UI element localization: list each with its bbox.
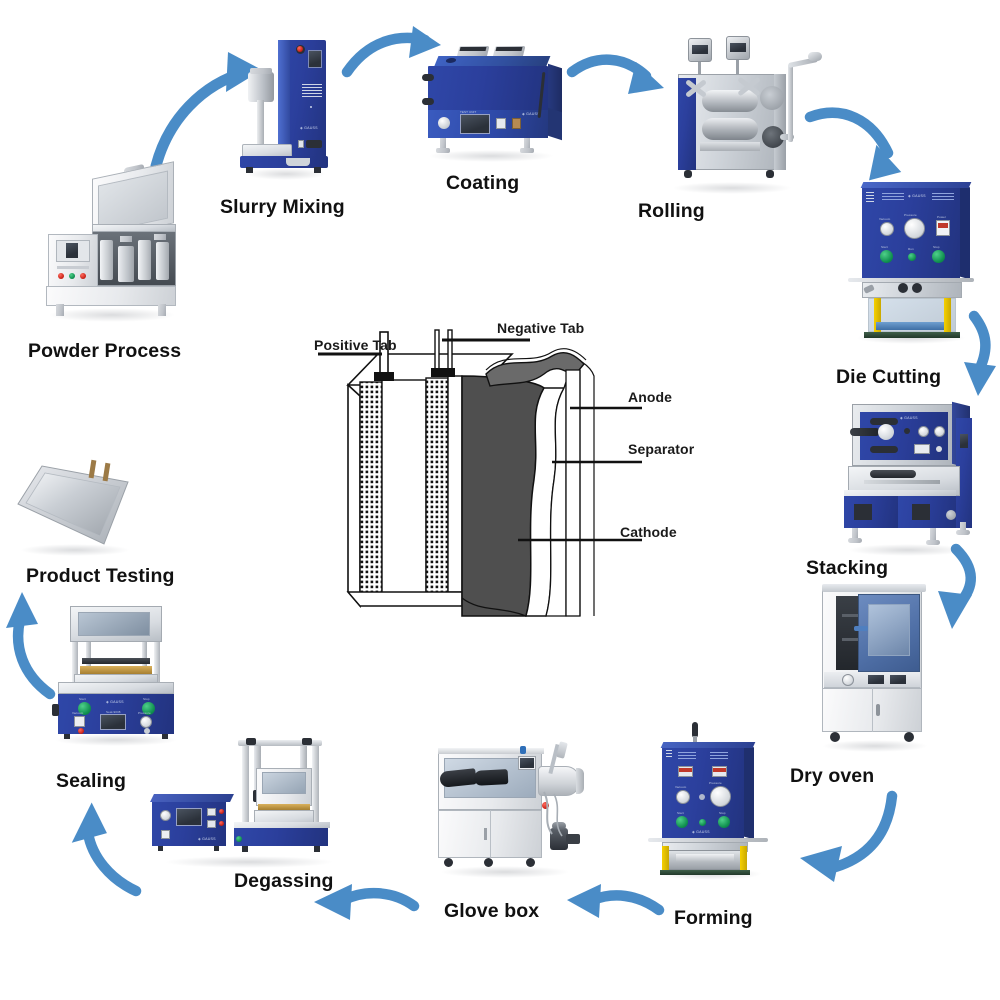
step-label-die-cutting: Die Cutting [836, 366, 942, 388]
callout-label-separator: Separator [628, 441, 695, 457]
step-label-coating: Coating [446, 172, 520, 194]
arrow-die-to-stacking [964, 310, 996, 396]
machine-ball-mill-cabinet [40, 161, 185, 322]
arrow-stacking-to-oven [938, 543, 976, 629]
step-label-sealing: Sealing [56, 770, 127, 792]
arrow-coating-to-rolling [566, 54, 664, 94]
machine-glove-box [430, 730, 596, 880]
step-label-forming: Forming [674, 907, 753, 929]
machine-coater-oven: ◈ GAUSS TEST UNIT [420, 46, 562, 162]
arrow-slurry-to-coating [341, 26, 441, 78]
cell-cross-section-illustration [318, 329, 642, 617]
callout-label-anode: Anode [628, 389, 673, 405]
machine-roll-press [662, 36, 822, 194]
machine-vacuum-oven [812, 580, 938, 752]
step-label-stacking: Stacking [806, 557, 889, 579]
step-label-product-testing: Product Testing [26, 565, 175, 587]
step-label-degassing: Degassing [234, 870, 334, 892]
callout-label-cathode: Cathode [620, 524, 677, 540]
arrow-oven-to-forming [800, 790, 898, 882]
callout-label-negative-tab: Negative Tab [497, 320, 585, 336]
product-pouch-cell [12, 452, 142, 557]
step-label-slurry-mixing: Slurry Mixing [220, 196, 345, 218]
arrow-powder-to-slurry [150, 52, 262, 172]
arrow-degas-to-sealing [71, 802, 142, 897]
arrow-forming-to-glove [567, 884, 665, 918]
machine-top-sealing-machine: Start Stop ◈ GAUSS Seal-9038 Vacuum Pres… [44, 606, 189, 746]
step-label-powder-process: Powder Process [28, 340, 182, 362]
arrow-glove-to-degas [314, 884, 420, 920]
step-label-rolling: Rolling [638, 200, 705, 222]
callout-label-positive-tab: Positive Tab [314, 337, 397, 353]
arrow-sealing-to-testing [6, 592, 56, 700]
step-label-dry-oven: Dry oven [790, 765, 875, 787]
machine-degassing-press: ◈ GAUSS [150, 738, 350, 868]
arrow-rolling-to-die [804, 107, 902, 181]
machine-forming-press: Vacuum Pressure Start Stop ◈ GAUSS [648, 722, 774, 880]
machine-stacking-machine: ◈ GAUSS [834, 401, 984, 556]
step-label-glove-box: Glove box [444, 900, 540, 922]
machine-die-cutter: ◈ GAUSS Vacuum Pressure Power Start Run … [846, 182, 976, 344]
machine-vacuum-mixer: ◈ GAUSS [240, 40, 332, 180]
